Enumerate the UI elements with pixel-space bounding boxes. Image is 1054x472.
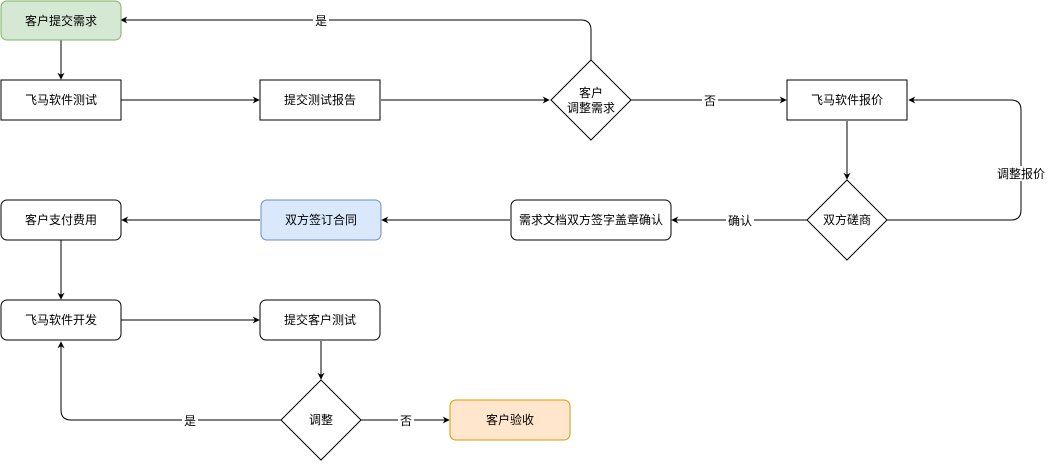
edge-label-no-to-quote-text: 否 — [704, 94, 716, 108]
node-customer-pay-label: 客户支付费用 — [25, 212, 97, 227]
edge-label-no-to-quote: 否 — [702, 93, 718, 108]
node-negotiate-label: 双方磋商 — [823, 212, 871, 227]
edge-label-no-to-accept-text: 否 — [400, 414, 412, 428]
node-feima-quote: 飞马软件报价 — [786, 79, 908, 121]
node-customer-request: 客户提交需求 — [0, 0, 122, 41]
edge-negotiate-adjust-to-quote — [887, 96, 1022, 221]
node-feima-dev-label: 飞马软件开发 — [25, 312, 97, 327]
node-customer-request-label: 客户提交需求 — [25, 13, 97, 28]
node-sign-contract: 双方签订合同 — [260, 199, 382, 241]
node-feima-test: 飞马软件测试 — [0, 79, 122, 121]
node-sign-contract-label: 双方签订合同 — [285, 212, 357, 227]
node-decision-adjust-demand-line1: 客户 — [579, 85, 603, 100]
node-submit-customer-test: 提交客户测试 — [259, 299, 381, 341]
edge-label-yes-top-text: 是 — [315, 14, 327, 28]
node-decision-adjust-demand: 客户 调整需求 — [550, 59, 632, 141]
node-decision-adjust-label: 调整 — [309, 412, 333, 427]
edge-label-no-to-accept: 否 — [398, 413, 414, 428]
edge-label-yes-bottom-text: 是 — [184, 414, 196, 428]
node-submit-report-label: 提交测试报告 — [284, 92, 356, 107]
edge-decision-yes-to-request — [120, 16, 592, 60]
edge-label-adjust-quote: 调整报价 — [997, 166, 1045, 181]
node-negotiate: 双方磋商 — [806, 179, 888, 261]
node-doc-confirm: 需求文档双方签字盖章确认 — [510, 199, 672, 241]
node-decision-adjust: 调整 — [280, 379, 362, 461]
node-doc-confirm-label: 需求文档双方签字盖章确认 — [519, 212, 663, 227]
node-submit-report: 提交测试报告 — [259, 79, 381, 121]
node-feima-quote-label: 飞马软件报价 — [811, 92, 883, 107]
edge-label-yes-bottom: 是 — [182, 413, 198, 428]
edge-label-confirm: 确认 — [726, 213, 754, 228]
node-feima-dev: 飞马软件开发 — [0, 299, 122, 341]
node-submit-customer-test-label: 提交客户测试 — [284, 312, 356, 327]
node-customer-accept: 客户验收 — [449, 399, 571, 441]
node-feima-test-label: 飞马软件测试 — [25, 92, 97, 107]
edge-adjust-yes-to-dev — [57, 341, 281, 421]
node-customer-accept-label: 客户验收 — [486, 412, 534, 427]
edge-label-confirm-text: 确认 — [728, 214, 752, 228]
node-customer-pay: 客户支付费用 — [0, 199, 122, 241]
edge-label-adjust-quote-text: 调整报价 — [997, 166, 1045, 181]
node-decision-adjust-demand-line2: 调整需求 — [567, 100, 615, 115]
edge-label-yes-top: 是 — [313, 13, 329, 28]
